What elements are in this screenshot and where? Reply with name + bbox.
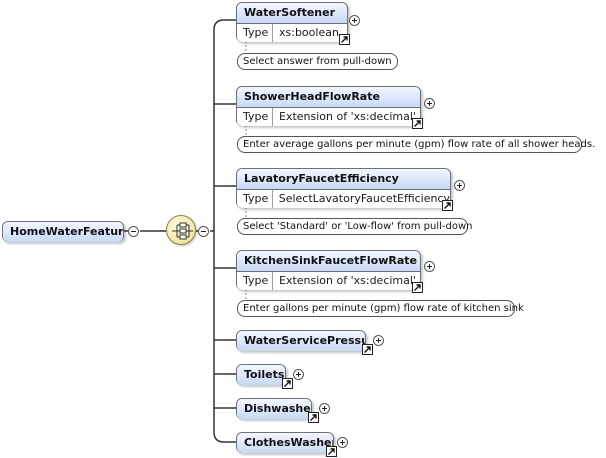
annotation-bubble: Select answer from pull-down — [237, 53, 398, 70]
root-element-name: HomeWaterFeatures — [3, 222, 123, 242]
root-element-node[interactable]: HomeWaterFeatures — [2, 221, 124, 242]
expand-icon[interactable] — [373, 335, 384, 346]
type-label: Type — [237, 190, 273, 208]
element-kitchen-sink-faucet-flow-rate[interactable]: KitchenSinkFaucetFlowRate Type Extension… — [236, 250, 421, 290]
type-reference-icon[interactable] — [308, 412, 319, 423]
element-dishwasher[interactable]: Dishwasher — [236, 398, 312, 419]
element-type-row: Type Extension of 'xs:decimal' — [237, 271, 420, 290]
element-type-row: Type SelectLavatoryFaucetEfficiency — [237, 189, 450, 208]
element-type-row: Type xs:boolean — [237, 23, 347, 42]
sequence-compositor[interactable] — [166, 215, 196, 245]
type-reference-icon[interactable] — [339, 34, 350, 45]
sequence-icon — [172, 222, 193, 240]
element-lavatory-faucet-efficiency[interactable]: LavatoryFaucetEfficiency Type SelectLava… — [236, 168, 451, 208]
element-type-row: Type Extension of 'xs:decimal' — [237, 107, 420, 126]
element-name: WaterSoftener — [237, 3, 347, 23]
element-name: Dishwasher — [237, 399, 311, 419]
sequence-collapse-icon[interactable] — [198, 226, 209, 237]
element-clothes-washer[interactable]: ClothesWasher — [236, 432, 334, 453]
type-value: xs:boolean — [279, 26, 339, 39]
element-name: LavatoryFaucetEfficiency — [237, 169, 450, 189]
type-label: Type — [237, 272, 273, 290]
annotation-bubble: Enter average gallons per minute (gpm) f… — [237, 136, 595, 153]
element-toilets[interactable]: Toilets — [236, 364, 286, 385]
expand-icon[interactable] — [454, 180, 465, 191]
element-water-softener[interactable]: WaterSoftener Type xs:boolean — [236, 2, 348, 42]
expand-icon[interactable] — [424, 98, 435, 109]
type-label: Type — [237, 24, 273, 42]
annotation-bubble: Select 'Standard' or 'Low-flow' from pul… — [237, 218, 472, 235]
expand-icon[interactable] — [293, 369, 304, 380]
type-value: Extension of 'xs:decimal' — [279, 110, 416, 123]
expand-icon[interactable] — [337, 437, 348, 448]
element-name: KitchenSinkFaucetFlowRate — [237, 251, 420, 271]
element-water-service-pressure[interactable]: WaterServicePressure — [236, 330, 366, 351]
type-label: Type — [237, 108, 273, 126]
type-reference-icon[interactable] — [412, 118, 423, 129]
type-reference-icon[interactable] — [442, 200, 453, 211]
annotation-bubble: Enter gallons per minute (gpm) flow rate… — [237, 300, 524, 317]
type-value: Extension of 'xs:decimal' — [279, 274, 416, 287]
element-name: WaterServicePressure — [237, 331, 365, 351]
element-shower-head-flow-rate[interactable]: ShowerHeadFlowRate Type Extension of 'xs… — [236, 86, 421, 126]
expand-icon[interactable] — [319, 403, 330, 414]
element-name: ShowerHeadFlowRate — [237, 87, 420, 107]
expand-icon[interactable] — [349, 15, 360, 26]
type-reference-icon[interactable] — [282, 378, 293, 389]
root-collapse-icon[interactable] — [128, 226, 139, 237]
element-name: Toilets — [237, 365, 285, 385]
type-reference-icon[interactable] — [362, 344, 373, 355]
type-value: SelectLavatoryFaucetEfficiency — [278, 192, 450, 205]
type-reference-icon[interactable] — [412, 282, 423, 293]
expand-icon[interactable] — [424, 261, 435, 272]
type-reference-icon[interactable] — [326, 446, 337, 457]
element-name: ClothesWasher — [237, 433, 333, 453]
